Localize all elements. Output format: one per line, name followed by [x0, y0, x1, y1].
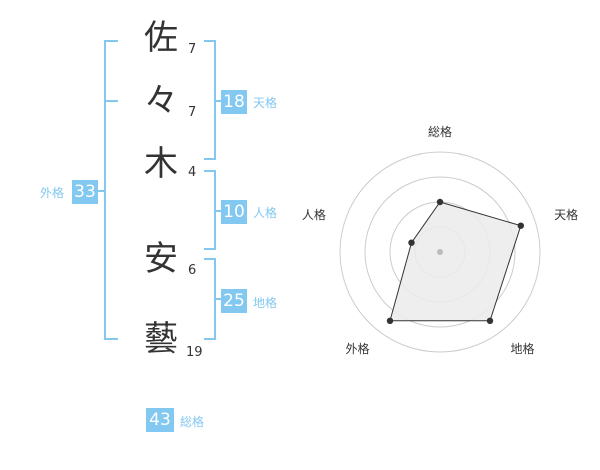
gaikaku-score: 33 — [72, 180, 98, 204]
tenkaku-bracket — [204, 40, 216, 160]
stroke-count-1: 7 — [188, 42, 197, 57]
soukaku-score: 43 — [146, 408, 174, 432]
radar-axis-label-2: 天格 — [554, 207, 578, 222]
tenkaku-score: 18 — [221, 90, 247, 114]
radar-center-dot — [437, 249, 443, 255]
jinkaku-label: 人格 — [253, 206, 278, 220]
radar-axis-label-3: 地格 — [511, 341, 535, 356]
radar-axis-label-1: 総格 — [428, 124, 452, 139]
tenkaku-connector — [216, 100, 222, 102]
gaikaku-connector — [98, 190, 106, 192]
radar-ring-4 — [339, 151, 541, 353]
radar-point-2 — [517, 222, 524, 229]
stroke-count-4: 6 — [188, 263, 197, 278]
radar-point-1 — [436, 198, 444, 206]
tenkaku-label: 天格 — [253, 96, 278, 110]
soukaku-label: 総格 — [180, 415, 205, 429]
radar-series-area — [389, 201, 522, 322]
gaikaku-tick-2 — [104, 100, 118, 102]
chikaku-label: 地格 — [253, 296, 278, 310]
radar-point-4 — [386, 317, 394, 324]
stroke-count-5: 19 — [186, 345, 203, 360]
chikaku-score: 25 — [221, 289, 247, 313]
name-char-1: 佐 — [144, 18, 178, 58]
name-char-5: 藝 — [144, 319, 178, 359]
jinkaku-score: 10 — [221, 200, 247, 224]
stroke-count-3: 4 — [188, 165, 197, 180]
radar-point-5 — [408, 239, 415, 246]
name-char-2: 々 — [144, 81, 178, 121]
name-char-4: 安 — [144, 239, 178, 279]
jinkaku-connector — [216, 210, 222, 212]
chikaku-connector — [216, 298, 222, 300]
radar-axis-label-4: 外格 — [345, 341, 369, 356]
radar-point-3 — [486, 317, 494, 324]
chikaku-bracket — [204, 258, 216, 340]
stroke-count-2: 7 — [188, 105, 197, 120]
radar-axis-label-5: 人格 — [302, 207, 326, 222]
gaikaku-label: 外格 — [40, 186, 65, 200]
name-char-3: 木 — [144, 144, 178, 184]
jinkaku-bracket — [204, 170, 216, 250]
radar-ring-3 — [364, 176, 516, 328]
